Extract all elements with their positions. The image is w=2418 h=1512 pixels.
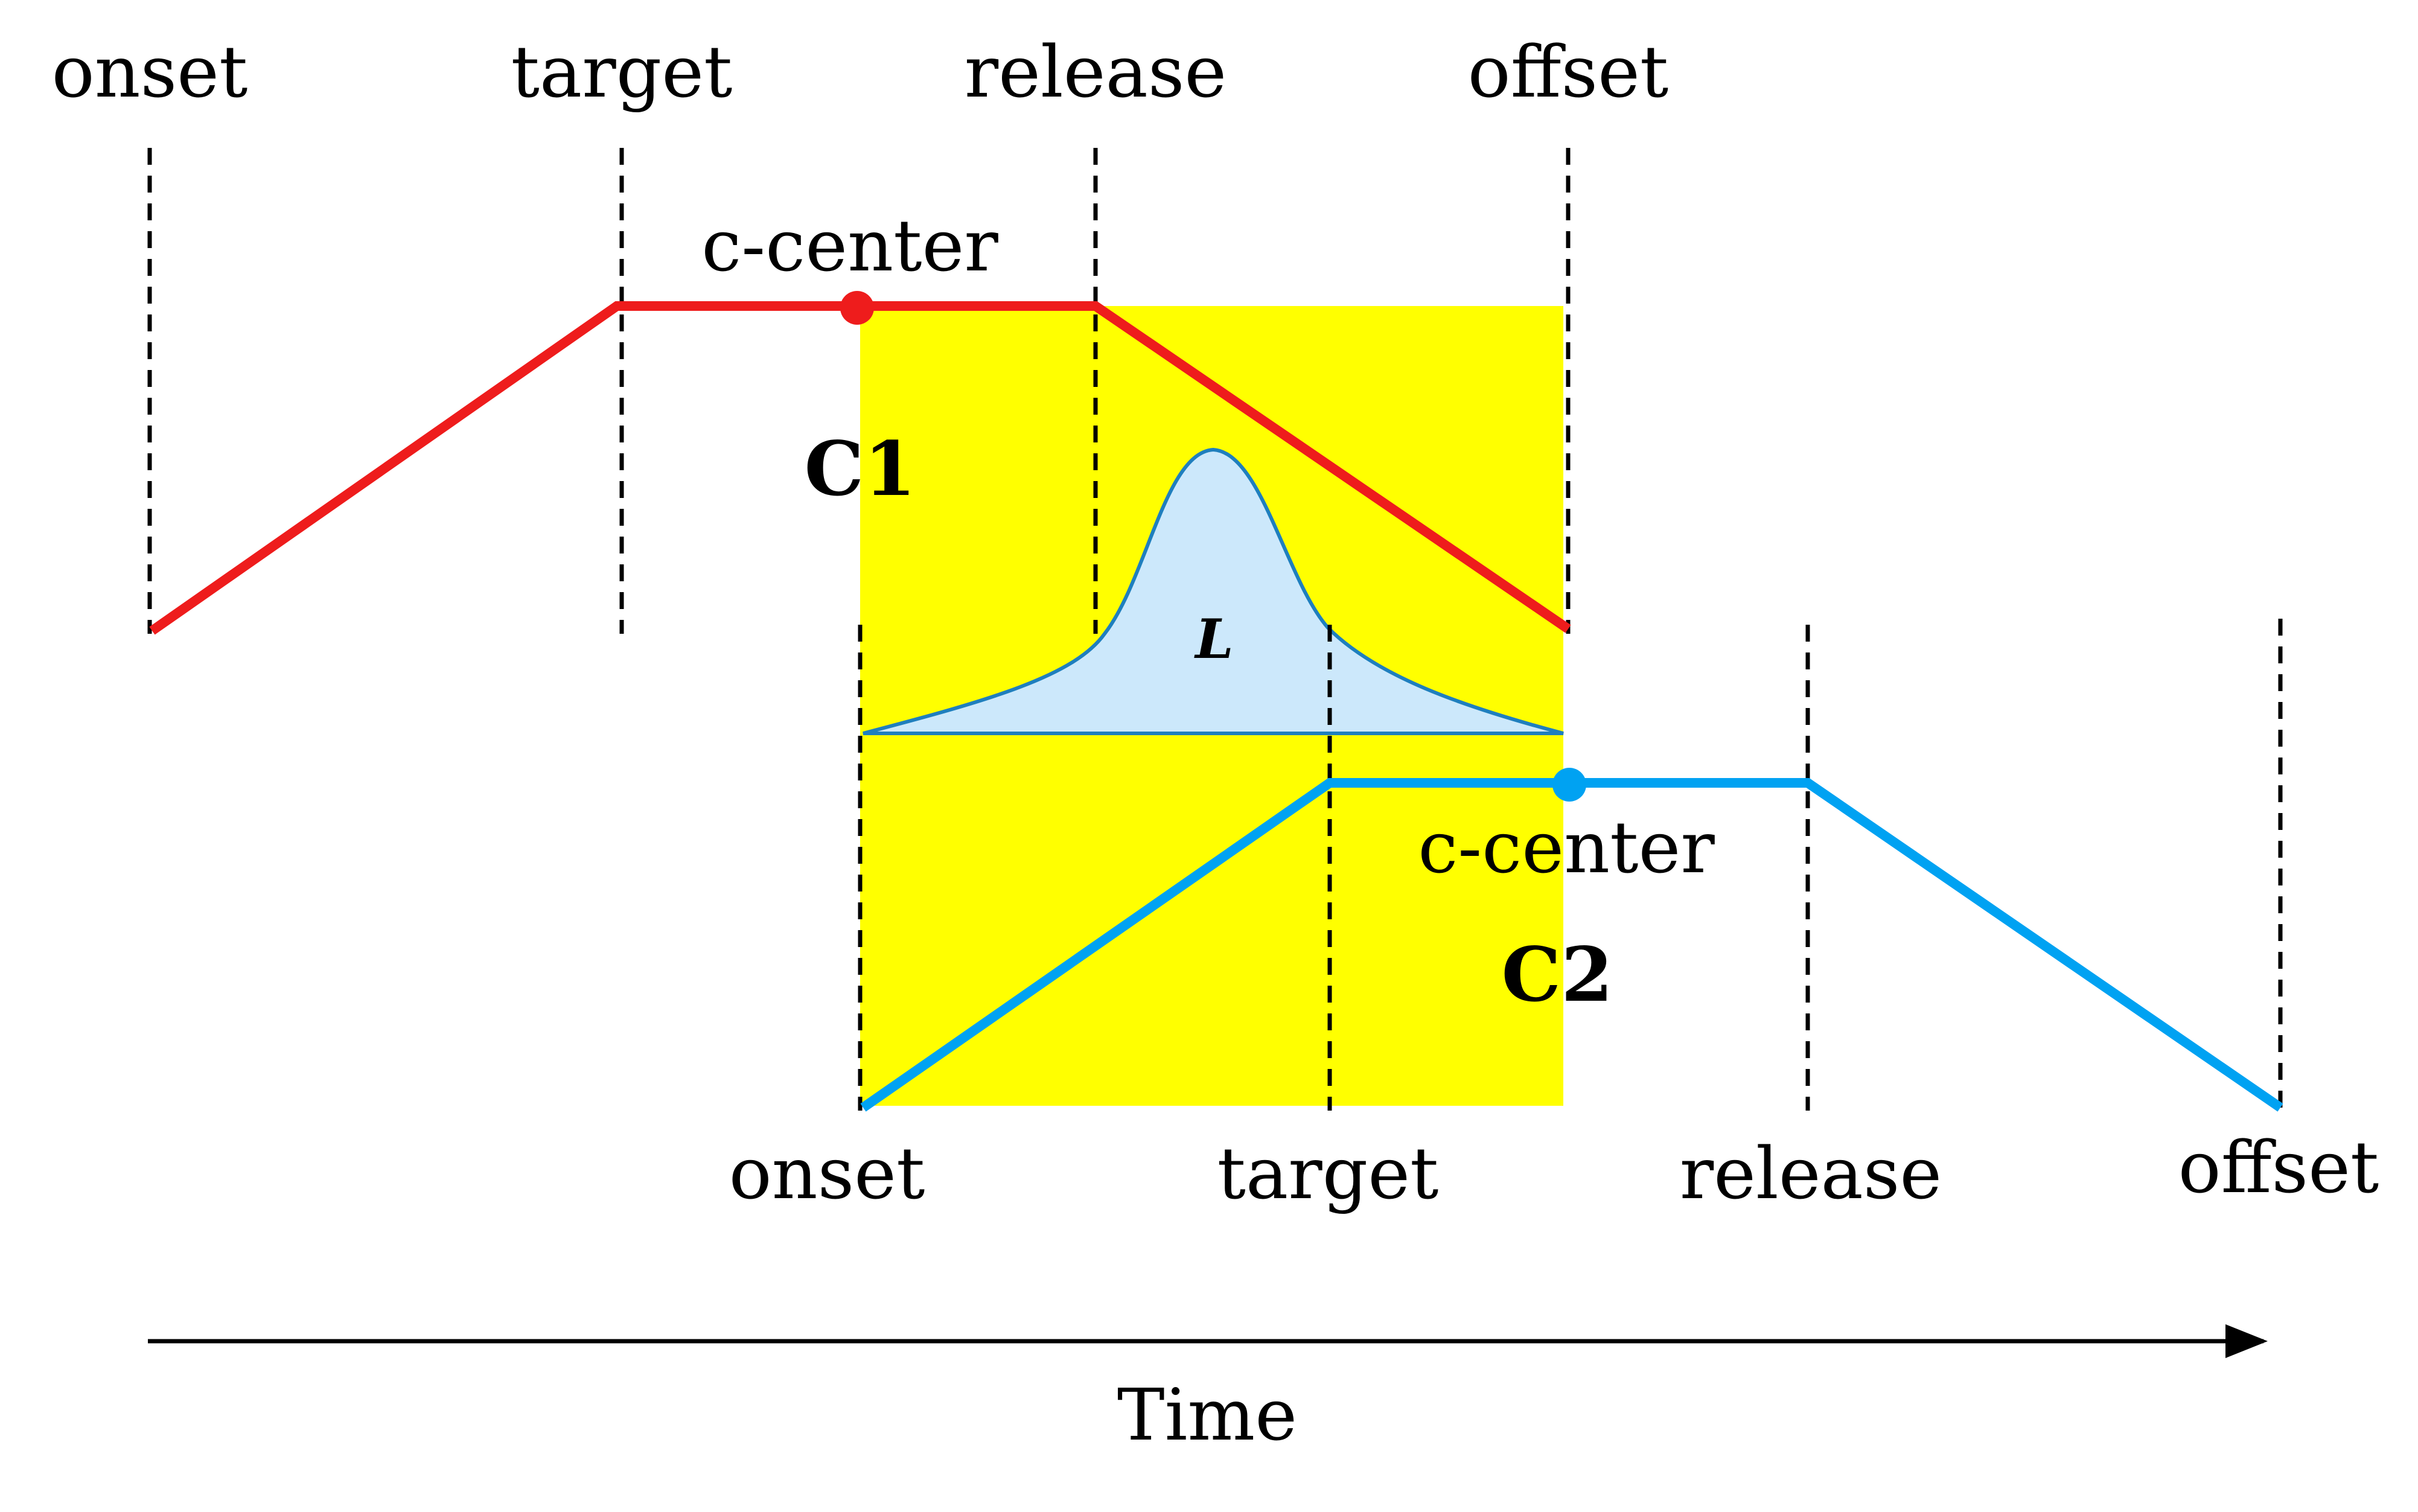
c2-center-dot [1552,768,1586,802]
c1-release-label: release [965,30,1227,113]
c1-target-label: target [511,30,733,113]
time-axis-label: Time [1117,1373,1297,1456]
c2-release-label: release [1680,1132,1942,1215]
c2-gesture-label: C2 [1502,931,1613,1019]
c1-offset-label: offset [1468,30,1669,113]
c1-center-label: c-center [701,204,998,287]
c2-center-label: c-center [1418,806,1715,889]
c1-onset-label: onset [52,30,248,113]
c2-offset-label: offset [2178,1126,2379,1209]
c1-gesture-label: C1 [805,426,916,513]
lag-curve [863,447,1564,735]
lag-label: L [1193,607,1233,671]
c2-onset-label: onset [729,1132,925,1215]
c2-target-label: target [1217,1132,1439,1215]
c1-center-dot [840,291,874,325]
